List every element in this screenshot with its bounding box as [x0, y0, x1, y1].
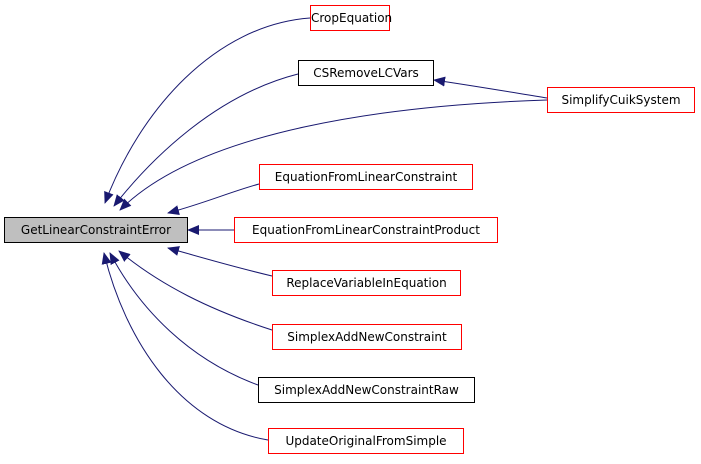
node-replace-variable-in-equation[interactable]: ReplaceVariableInEquation: [272, 270, 461, 296]
node-simplify-cuik-system[interactable]: SimplifyCuikSystem: [547, 87, 695, 113]
edge-simplify-cuik-system: [119, 99, 548, 211]
edge-simplex-add-new-constraint: [118, 250, 273, 331]
node-update-original-from-simple[interactable]: UpdateOriginalFromSimple: [268, 428, 464, 454]
node-simplex-add-new-constraint-raw[interactable]: SimplexAddNewConstraintRaw: [258, 377, 475, 403]
node-simplex-add-new-constraint[interactable]: SimplexAddNewConstraint: [272, 324, 462, 350]
node-crop-equation[interactable]: CropEquation: [310, 5, 392, 31]
node-cs-remove-lc-vars[interactable]: CSRemoveLCVars: [298, 60, 434, 86]
edge-equation-from-linear-constraint: [167, 183, 260, 215]
edge-crop-equation: [104, 17, 311, 204]
edge-update-original-from-simple: [101, 252, 269, 441]
node-equation-from-linear-constraint-product[interactable]: EquationFromLinearConstraintProduct: [234, 217, 498, 243]
node-equation-from-linear-constraint[interactable]: EquationFromLinearConstraint: [259, 164, 473, 190]
edge-simplify-to-cs-remove: [433, 76, 548, 99]
edge-replace-variable-in-equation: [167, 246, 273, 277]
edge-cs-remove-lc-vars: [113, 73, 299, 207]
node-get-linear-constraint-error: GetLinearConstraintError: [4, 217, 188, 243]
edge-simplex-add-new-constraint-raw: [109, 252, 259, 386]
